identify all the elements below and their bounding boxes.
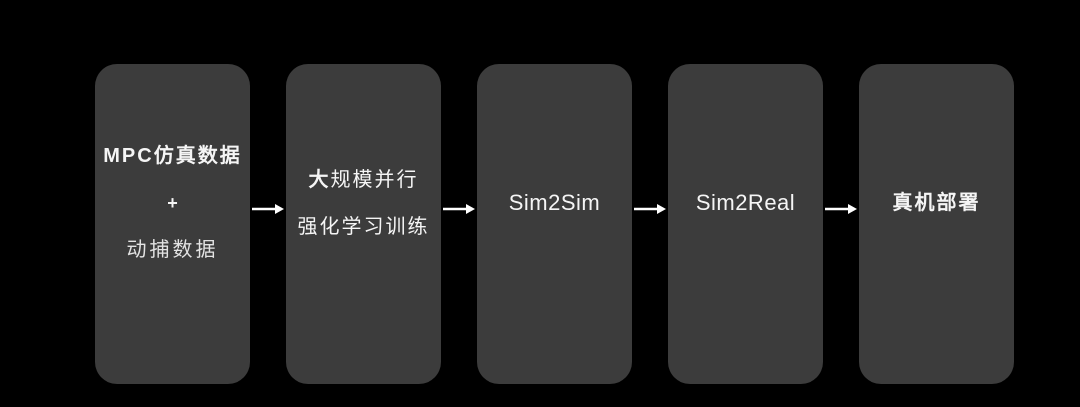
right-arrow-icon [252,204,284,214]
plus-sign: + [167,193,178,213]
step-label-line: 强化学习训练 [297,215,430,238]
step-mpc-mocap-data: MPC仿真数据 + 动捕数据 [95,64,250,384]
flow-arrow-cell [632,64,668,384]
right-arrow-icon [825,204,857,214]
step-sim2real: Sim2Real [668,64,823,384]
step-label-line: 动捕数据 [126,239,219,261]
step-real-deployment: 真机部署 [859,64,1014,384]
step-label-bold-part: 大 [308,168,331,191]
step-rl-training: 大规模并行 强化学习训练 [286,64,441,384]
flow-arrow-cell [250,64,286,384]
right-arrow-icon [634,204,666,214]
step-label-line: 真机部署 [892,192,981,214]
step-label-line: 大规模并行 [309,170,419,190]
step-label-line: Sim2Real [695,190,796,215]
pipeline-flow: MPC仿真数据 + 动捕数据 大规模并行 强化学习训练 Sim2Sim [95,64,1014,384]
flow-arrow-cell [441,64,477,384]
step-sim2sim: Sim2Sim [477,64,632,384]
flow-arrow-cell [823,64,859,384]
right-arrow-icon [443,204,475,214]
step-label-regular-part: 规模并行 [330,168,419,191]
step-label-line: Sim2Sim [508,190,601,215]
step-label-line: MPC仿真数据 [103,145,242,167]
